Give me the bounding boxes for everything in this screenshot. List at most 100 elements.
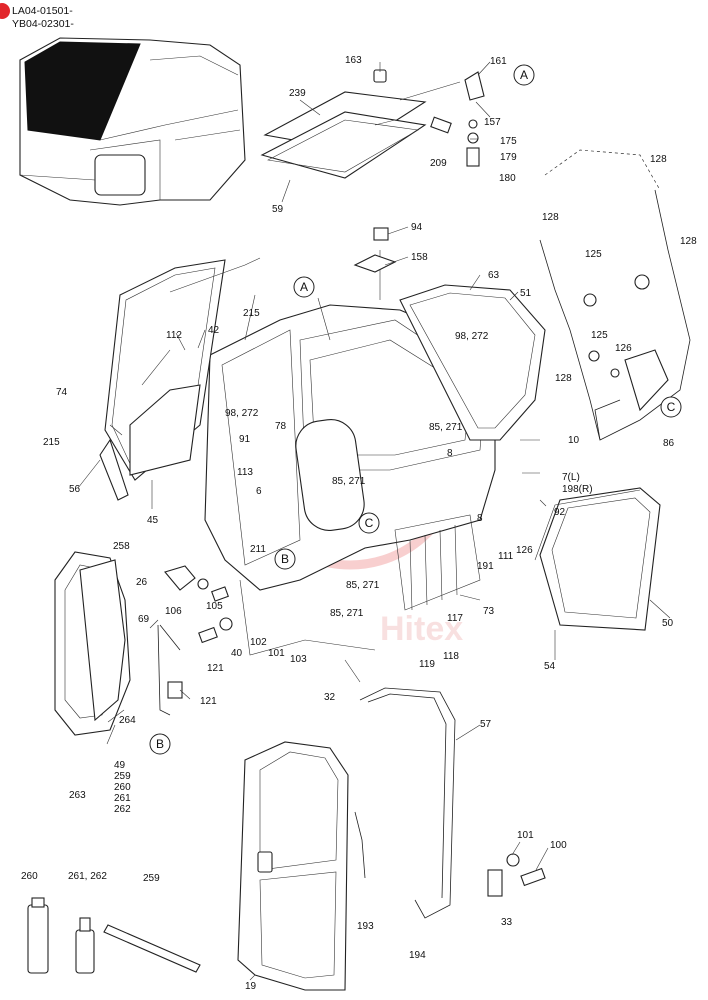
label-49: 49: [114, 760, 126, 771]
svg-text:A: A: [520, 68, 528, 82]
label-106: 106: [165, 606, 182, 617]
label-180: 180: [499, 173, 516, 184]
label-92: 92: [554, 507, 566, 518]
watermark-text: Hitex: [380, 610, 463, 648]
svg-text:C: C: [667, 400, 676, 414]
label-103: 103: [290, 654, 307, 665]
label-113: 113: [237, 467, 253, 478]
label-121-a: 121: [207, 663, 224, 674]
label-126-b: 126: [516, 545, 533, 556]
label-40: 40: [231, 648, 243, 659]
label-264: 264: [119, 715, 136, 726]
label-258: 258: [113, 541, 130, 552]
label-8-a: 8: [447, 448, 453, 459]
label-74: 74: [56, 387, 68, 398]
ref-c-frame: C: [358, 512, 380, 534]
label-63: 63: [488, 270, 500, 281]
label-261-262: 261, 262: [68, 871, 107, 882]
label-118: 118: [443, 651, 459, 662]
label-128-c: 128: [680, 236, 697, 247]
ref-c-harness: C: [660, 396, 682, 418]
label-259-b: 259: [143, 873, 160, 884]
roof-window-assembly: [260, 91, 427, 179]
label-54: 54: [544, 661, 556, 672]
label-209: 209: [430, 158, 447, 169]
label-126: 126: [615, 343, 632, 354]
leader-lines: [77, 61, 671, 981]
cab-thumbnail: [19, 37, 246, 206]
label-198r: 198(R): [562, 484, 593, 495]
label-128-d: 128: [555, 373, 572, 384]
ref-a-frame: A: [293, 276, 315, 298]
label-85-271-a: 85, 271: [429, 422, 463, 433]
svg-text:B: B: [156, 737, 164, 751]
ref-b-latch: B: [149, 733, 171, 755]
label-125-a: 125: [585, 249, 602, 260]
label-111: 111: [498, 551, 514, 562]
label-32: 32: [324, 692, 336, 703]
label-191: 191: [477, 561, 494, 572]
label-260: 260: [114, 782, 131, 793]
label-51: 51: [520, 288, 532, 299]
label-19: 19: [245, 981, 257, 992]
wiring-harness: [539, 149, 691, 441]
rear-cover: [54, 551, 131, 736]
rear-window: [399, 284, 546, 441]
label-105: 105: [206, 601, 223, 612]
label-239: 239: [289, 88, 306, 99]
hinge-hardware: [373, 69, 485, 241]
label-194: 194: [409, 950, 426, 961]
label-101-b: 101: [517, 830, 534, 841]
label-85-271-d: 85, 271: [330, 608, 364, 619]
svg-text:A: A: [300, 280, 308, 294]
label-8-b: 8: [477, 513, 483, 524]
label-98-272-a: 98, 272: [455, 331, 489, 342]
label-73: 73: [483, 606, 495, 617]
label-163: 163: [345, 55, 362, 66]
label-215-a: 215: [243, 308, 260, 319]
label-112: 112: [166, 330, 182, 341]
label-119: 119: [419, 659, 435, 670]
label-175: 175: [500, 136, 517, 147]
label-260-b: 260: [21, 871, 38, 882]
label-85-271-b: 85, 271: [332, 476, 366, 487]
label-128-a: 128: [650, 154, 667, 165]
label-161: 161: [490, 56, 507, 67]
label-6: 6: [256, 486, 262, 497]
svg-text:C: C: [365, 516, 374, 530]
label-128-b: 128: [542, 212, 559, 223]
label-193: 193: [357, 921, 374, 932]
ref-b-frame: B: [274, 548, 296, 570]
label-57: 57: [480, 719, 492, 730]
label-85-271-c: 85, 271: [346, 580, 380, 591]
label-117: 117: [447, 613, 463, 624]
label-121-b: 121: [200, 696, 217, 707]
svg-text:B: B: [281, 552, 289, 566]
header-line-1: LA04-01501-: [12, 5, 73, 17]
label-100: 100: [550, 840, 567, 851]
label-259: 259: [114, 771, 131, 782]
latch-parts: [157, 565, 233, 716]
label-211: 211: [250, 544, 266, 555]
label-50: 50: [662, 618, 674, 629]
header-marker: [0, 3, 10, 19]
cab-door: [237, 687, 546, 991]
label-94: 94: [411, 222, 423, 233]
label-45: 45: [147, 515, 159, 526]
right-window: [534, 487, 661, 631]
label-78: 78: [275, 421, 287, 432]
label-69: 69: [138, 614, 150, 625]
label-215-b: 215: [43, 437, 60, 448]
label-262: 262: [114, 804, 131, 815]
label-91: 91: [239, 434, 251, 445]
label-56: 56: [69, 484, 81, 495]
label-10: 10: [568, 435, 580, 446]
label-157: 157: [484, 117, 501, 128]
header-line-2: YB04-02301-: [12, 18, 74, 30]
ref-a-top: A: [513, 64, 535, 86]
cab-frame: [204, 250, 496, 656]
label-261: 261: [114, 793, 131, 804]
label-59: 59: [272, 204, 284, 215]
side-window-frame: [99, 257, 261, 501]
